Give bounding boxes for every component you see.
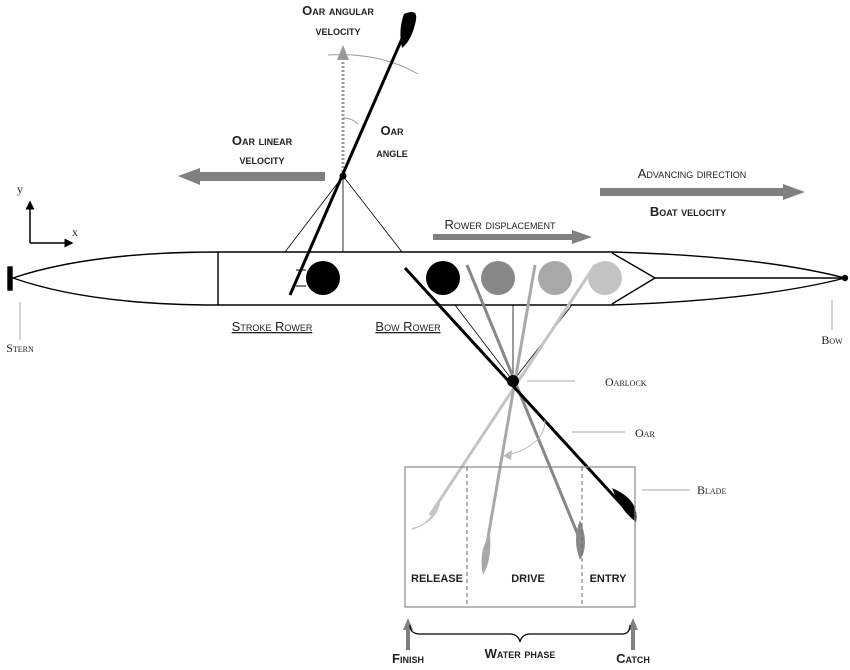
blade-label: Blade <box>697 483 726 497</box>
oar-linear-velocity-label: Oar linear <box>232 133 293 148</box>
stroke-blade <box>400 12 417 48</box>
velocity-arrows <box>178 168 805 650</box>
water-phase-brace <box>409 624 631 643</box>
stern-label: Stern <box>6 341 34 355</box>
catch-arrow <box>628 618 638 650</box>
water-phase-label: Water phase <box>485 646 556 661</box>
bow-rower-rig <box>403 261 637 575</box>
stroke-rower-label: Stroke Rower <box>232 319 313 334</box>
entry-label: ENTRY <box>590 573 628 585</box>
release-label: RELEASE <box>411 573 463 585</box>
boat-velocity-label: Boat velocity <box>650 204 726 219</box>
stroke-rower-rig <box>284 12 419 296</box>
xy-axes: y x <box>17 182 78 248</box>
bow-marker <box>841 274 849 282</box>
water-phase-box <box>404 466 636 643</box>
finish-label: Finish <box>392 651 424 666</box>
stroke-oar <box>288 24 410 296</box>
advancing-direction-label: Advancing direction <box>638 166 747 181</box>
stern-marker <box>7 266 13 291</box>
finish-arrow <box>403 618 413 650</box>
oar-linear-velocity-arrow <box>178 168 325 185</box>
advancing-direction-arrow <box>600 184 805 200</box>
rower-displacement-label: Rower displacement <box>444 217 556 232</box>
bow-label: Bow <box>821 333 843 347</box>
oar-angle-label-2: angle <box>376 145 408 160</box>
axis-x-label: x <box>72 225 78 239</box>
leader-lines <box>19 300 833 491</box>
oarlock-label: Oarlock <box>605 375 647 389</box>
rower-displacement-arrow <box>433 230 592 244</box>
drive-label: DRIVE <box>511 573 545 585</box>
oar-angle-label: Oar <box>380 123 404 138</box>
oar-linear-velocity-label-2: velocity <box>239 152 284 167</box>
stroke-rower-seat <box>306 261 340 295</box>
oar-angular-velocity-label-2: velocity <box>315 23 360 38</box>
oar-angular-velocity-label: Oar angular <box>302 3 374 18</box>
oarlock-dot <box>507 375 519 387</box>
catch-label: Catch <box>616 651 650 666</box>
axis-y-label: y <box>17 182 23 196</box>
bow-rower-label: Bow Rower <box>375 319 441 334</box>
oar-label: Oar <box>635 426 655 440</box>
